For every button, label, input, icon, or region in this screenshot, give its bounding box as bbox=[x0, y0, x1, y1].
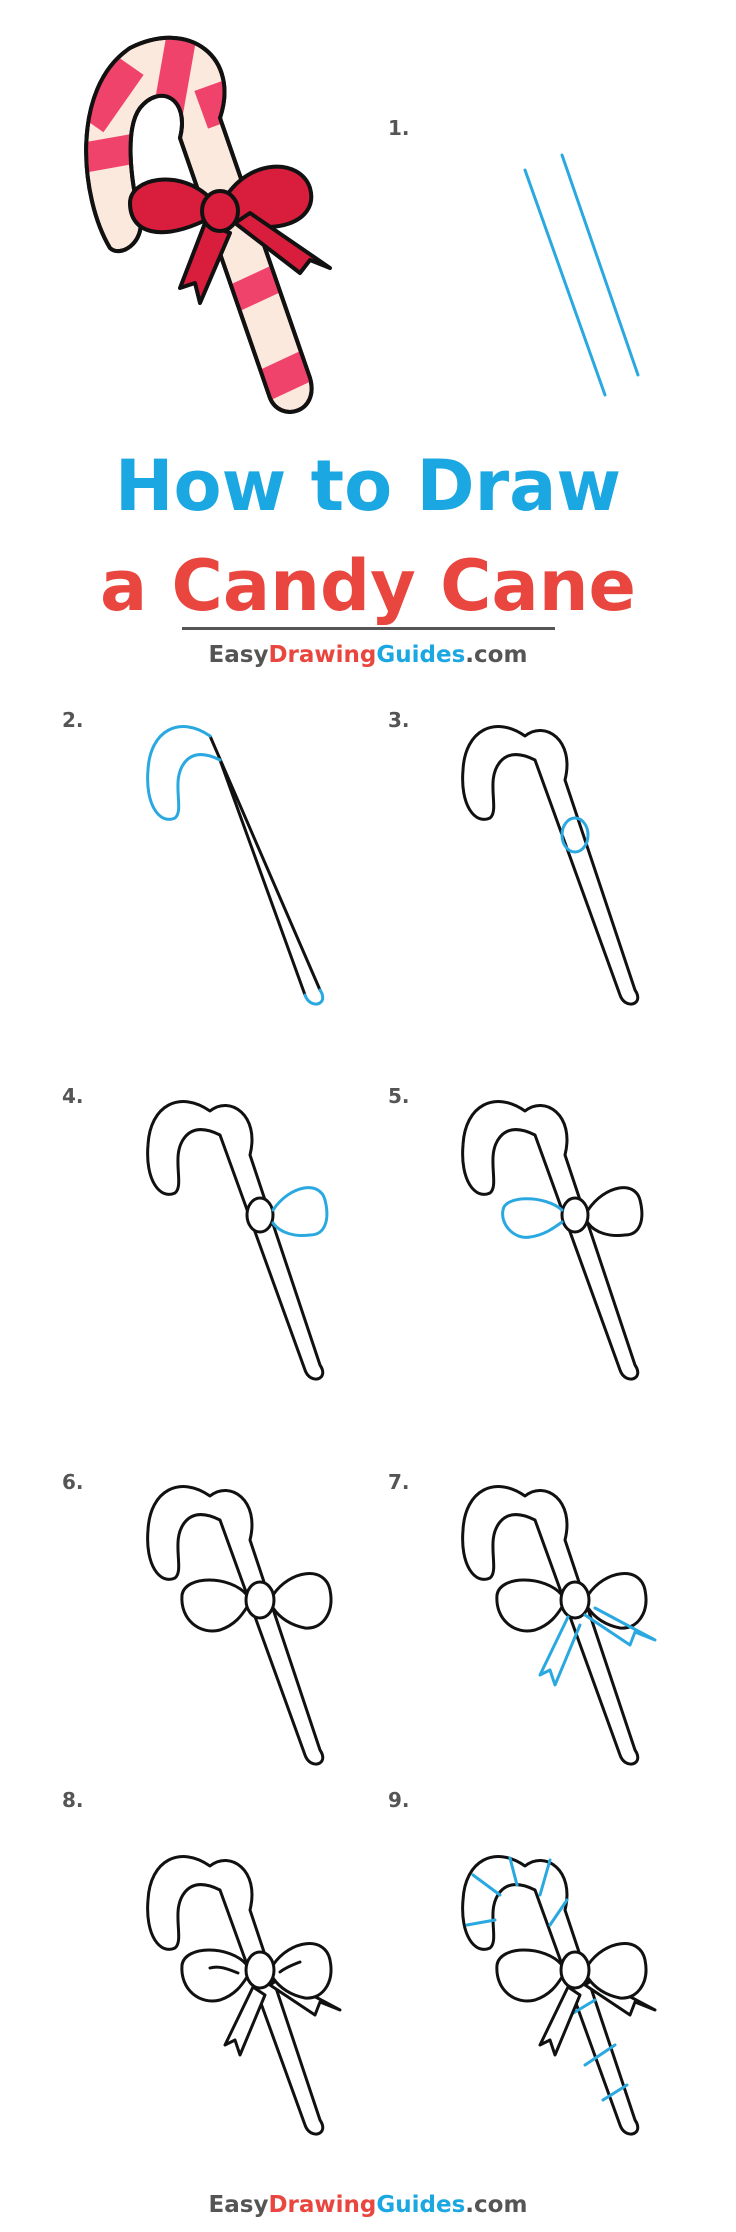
brand-part-guides: Guides bbox=[376, 2192, 466, 2218]
title-divider bbox=[182, 627, 555, 630]
step-9-drawing bbox=[461, 1855, 657, 2136]
step-3-drawing bbox=[461, 725, 640, 1006]
brand-part-drawing: Drawing bbox=[268, 2192, 377, 2218]
step-3-number: 3. bbox=[388, 708, 410, 732]
brand-part-drawing: Drawing bbox=[268, 642, 377, 668]
step-5-number: 5. bbox=[388, 1084, 410, 1108]
brand-bottom: EasyDrawingGuides.com bbox=[0, 2192, 736, 2218]
finished-candy-cane-illustration bbox=[84, 35, 332, 414]
step-9-number: 9. bbox=[388, 1788, 410, 1812]
page-title-line-2: a Candy Cane bbox=[99, 545, 637, 627]
step-2-drawing bbox=[146, 725, 325, 1006]
brand-top: EasyDrawingGuides.com bbox=[0, 642, 736, 668]
brand-part-guides: Guides bbox=[376, 642, 466, 668]
page-title-line-1: How to Draw bbox=[114, 445, 622, 527]
step-6-drawing bbox=[146, 1485, 333, 1766]
step-7-number: 7. bbox=[388, 1470, 410, 1494]
step-1-number: 1. bbox=[388, 116, 410, 140]
step-5-drawing bbox=[461, 1100, 644, 1381]
brand-part-easy: Easy bbox=[208, 642, 269, 668]
brand-part-com: .com bbox=[465, 642, 528, 668]
step-4-number: 4. bbox=[62, 1084, 84, 1108]
step-2-number: 2. bbox=[62, 708, 84, 732]
step-6-number: 6. bbox=[62, 1470, 84, 1494]
step-1-guide-lines bbox=[523, 153, 640, 397]
step-4-drawing bbox=[146, 1100, 329, 1381]
brand-part-com: .com bbox=[465, 2192, 528, 2218]
step-8-drawing bbox=[146, 1855, 342, 2136]
step-7-drawing bbox=[461, 1485, 657, 1766]
brand-part-easy: Easy bbox=[208, 2192, 269, 2218]
step-8-number: 8. bbox=[62, 1788, 84, 1812]
